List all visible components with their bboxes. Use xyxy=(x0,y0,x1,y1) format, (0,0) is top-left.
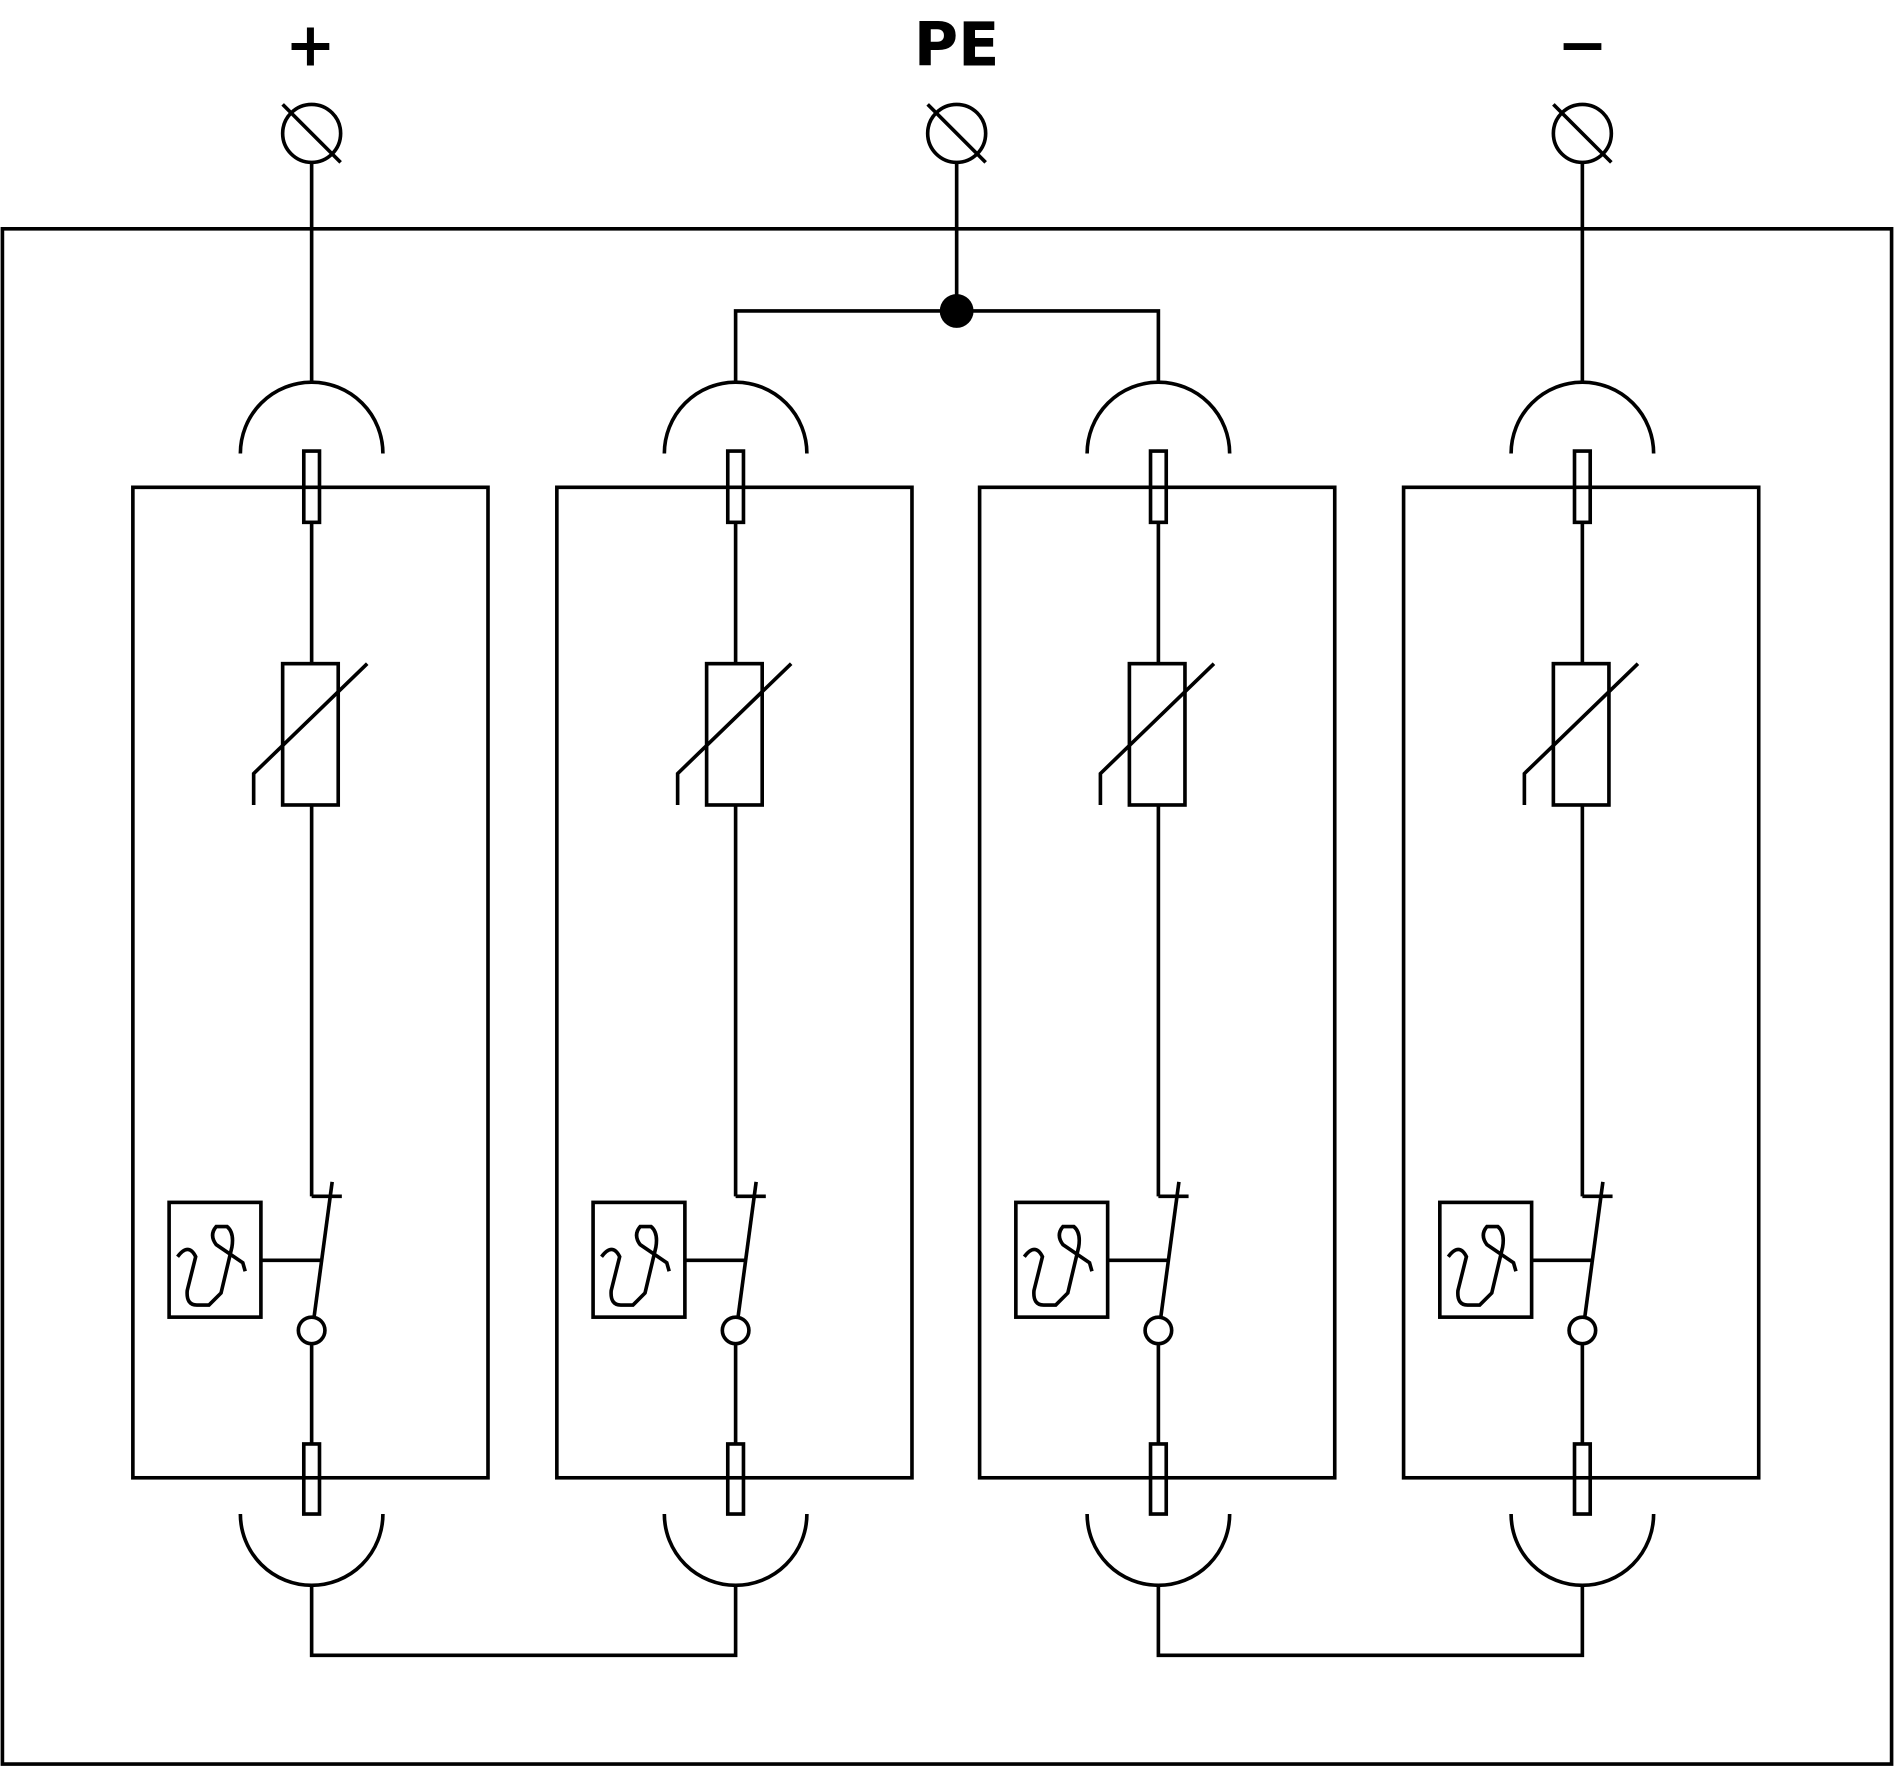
module-1-bottom-contact xyxy=(238,1514,385,1588)
module-1-thermal-element-icon xyxy=(176,1224,247,1307)
module-2-switch-blade xyxy=(736,1181,758,1318)
module-3-switch-pivot xyxy=(1143,1315,1174,1346)
module-2-top-contact xyxy=(662,380,809,454)
terminal-negative-slash xyxy=(1552,103,1613,164)
module-1-varistor-icon xyxy=(280,661,341,807)
module-2-housing xyxy=(555,485,914,1480)
module-4-switch-blade xyxy=(1582,1181,1605,1318)
terminal-pe-slash xyxy=(926,103,987,164)
module-2-switch-pivot xyxy=(720,1315,751,1346)
module-3-varistor-icon xyxy=(1127,661,1187,807)
module-4-housing xyxy=(1401,485,1761,1480)
module-3-top-contact xyxy=(1085,380,1232,454)
module-4-varistor-icon xyxy=(1551,661,1611,807)
module-2-varistor-slash xyxy=(675,662,793,805)
module-4-bottom-contact xyxy=(1509,1514,1656,1588)
module-4-switch-pivot xyxy=(1567,1315,1598,1346)
terminal-label-pe: PE xyxy=(914,11,999,81)
module-2-varistor-icon xyxy=(704,661,765,807)
enclosure xyxy=(0,227,1894,1766)
module-4-top-contact xyxy=(1509,380,1656,454)
wire-bottom-link-2 xyxy=(1156,1585,1585,1658)
wire-bottom-link-1 xyxy=(309,1585,738,1658)
module-4-varistor-slash xyxy=(1522,662,1640,805)
module-1-switch-pivot xyxy=(296,1315,327,1346)
module-1-housing xyxy=(131,485,490,1480)
module-4-thermal-element-icon xyxy=(1446,1224,1518,1307)
junction-dot xyxy=(939,294,974,328)
terminal-label-negative: − xyxy=(1557,11,1608,81)
module-2-bottom-contact xyxy=(662,1514,809,1588)
terminal-positive-slash xyxy=(281,103,342,164)
module-2-thermal-element-icon xyxy=(600,1224,671,1307)
module-3-switch-blade xyxy=(1159,1181,1181,1318)
module-3-thermal-element-icon xyxy=(1022,1224,1094,1307)
module-3-bottom-contact xyxy=(1085,1514,1232,1588)
module-3-varistor-slash xyxy=(1098,662,1216,805)
module-1-varistor-slash xyxy=(251,662,369,805)
module-1-switch-blade xyxy=(312,1181,334,1318)
module-3-housing xyxy=(977,485,1337,1480)
module-1-top-contact xyxy=(238,380,385,454)
module-3-thermal-disconnector-icon xyxy=(1014,1200,1110,1319)
terminal-label-positive: + xyxy=(285,11,336,81)
